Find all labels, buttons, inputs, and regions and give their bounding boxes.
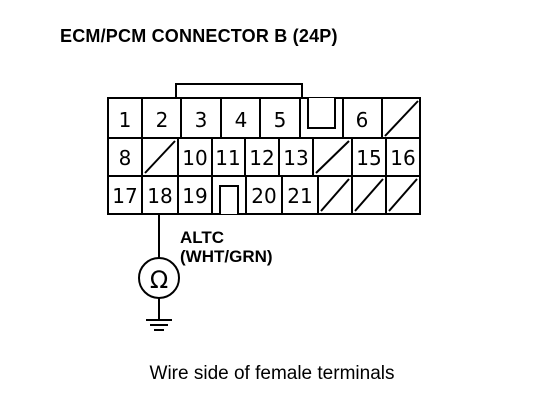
diagram-caption: Wire side of female terminals xyxy=(149,363,395,384)
terminal-6: 6 xyxy=(356,108,369,132)
terminal-19: 19 xyxy=(182,184,207,208)
terminal-1: 1 xyxy=(119,108,132,132)
connector-row-3 xyxy=(141,176,418,215)
terminal-21: 21 xyxy=(287,184,312,208)
empty-cavity xyxy=(144,140,176,174)
terminal-3: 3 xyxy=(195,108,208,132)
terminal-2: 2 xyxy=(156,108,169,132)
terminal-10: 10 xyxy=(182,146,207,170)
diagram-title: ECM/PCM CONNECTOR B (24P) xyxy=(60,26,338,46)
connector-row-2 xyxy=(141,138,387,176)
key-notch xyxy=(300,97,343,129)
ground-icon xyxy=(146,319,172,331)
wire-color-label: (WHT/GRN) xyxy=(180,247,273,266)
empty-cavity xyxy=(320,178,350,212)
connector-lock-tab xyxy=(175,83,303,98)
ohm-icon: Ω xyxy=(150,266,168,294)
terminal-15: 15 xyxy=(356,146,381,170)
terminal-18: 18 xyxy=(147,184,172,208)
connector-row-1 xyxy=(141,97,419,138)
empty-cavity xyxy=(315,140,350,174)
terminal-16: 16 xyxy=(390,146,415,170)
empty-cavity xyxy=(354,178,384,212)
terminal-13: 13 xyxy=(283,146,308,170)
terminal-8: 8 xyxy=(119,146,132,170)
wire-label: ALTC xyxy=(180,228,224,247)
terminal-12: 12 xyxy=(249,146,274,170)
terminal-11: 11 xyxy=(215,146,240,170)
terminal-20: 20 xyxy=(251,184,276,208)
terminal-5: 5 xyxy=(274,108,287,132)
connector-housing xyxy=(107,97,421,215)
key-notch xyxy=(212,185,246,215)
empty-cavity xyxy=(384,100,419,137)
terminal-4: 4 xyxy=(235,108,248,132)
empty-cavity xyxy=(388,178,418,212)
terminal-17: 17 xyxy=(112,184,137,208)
